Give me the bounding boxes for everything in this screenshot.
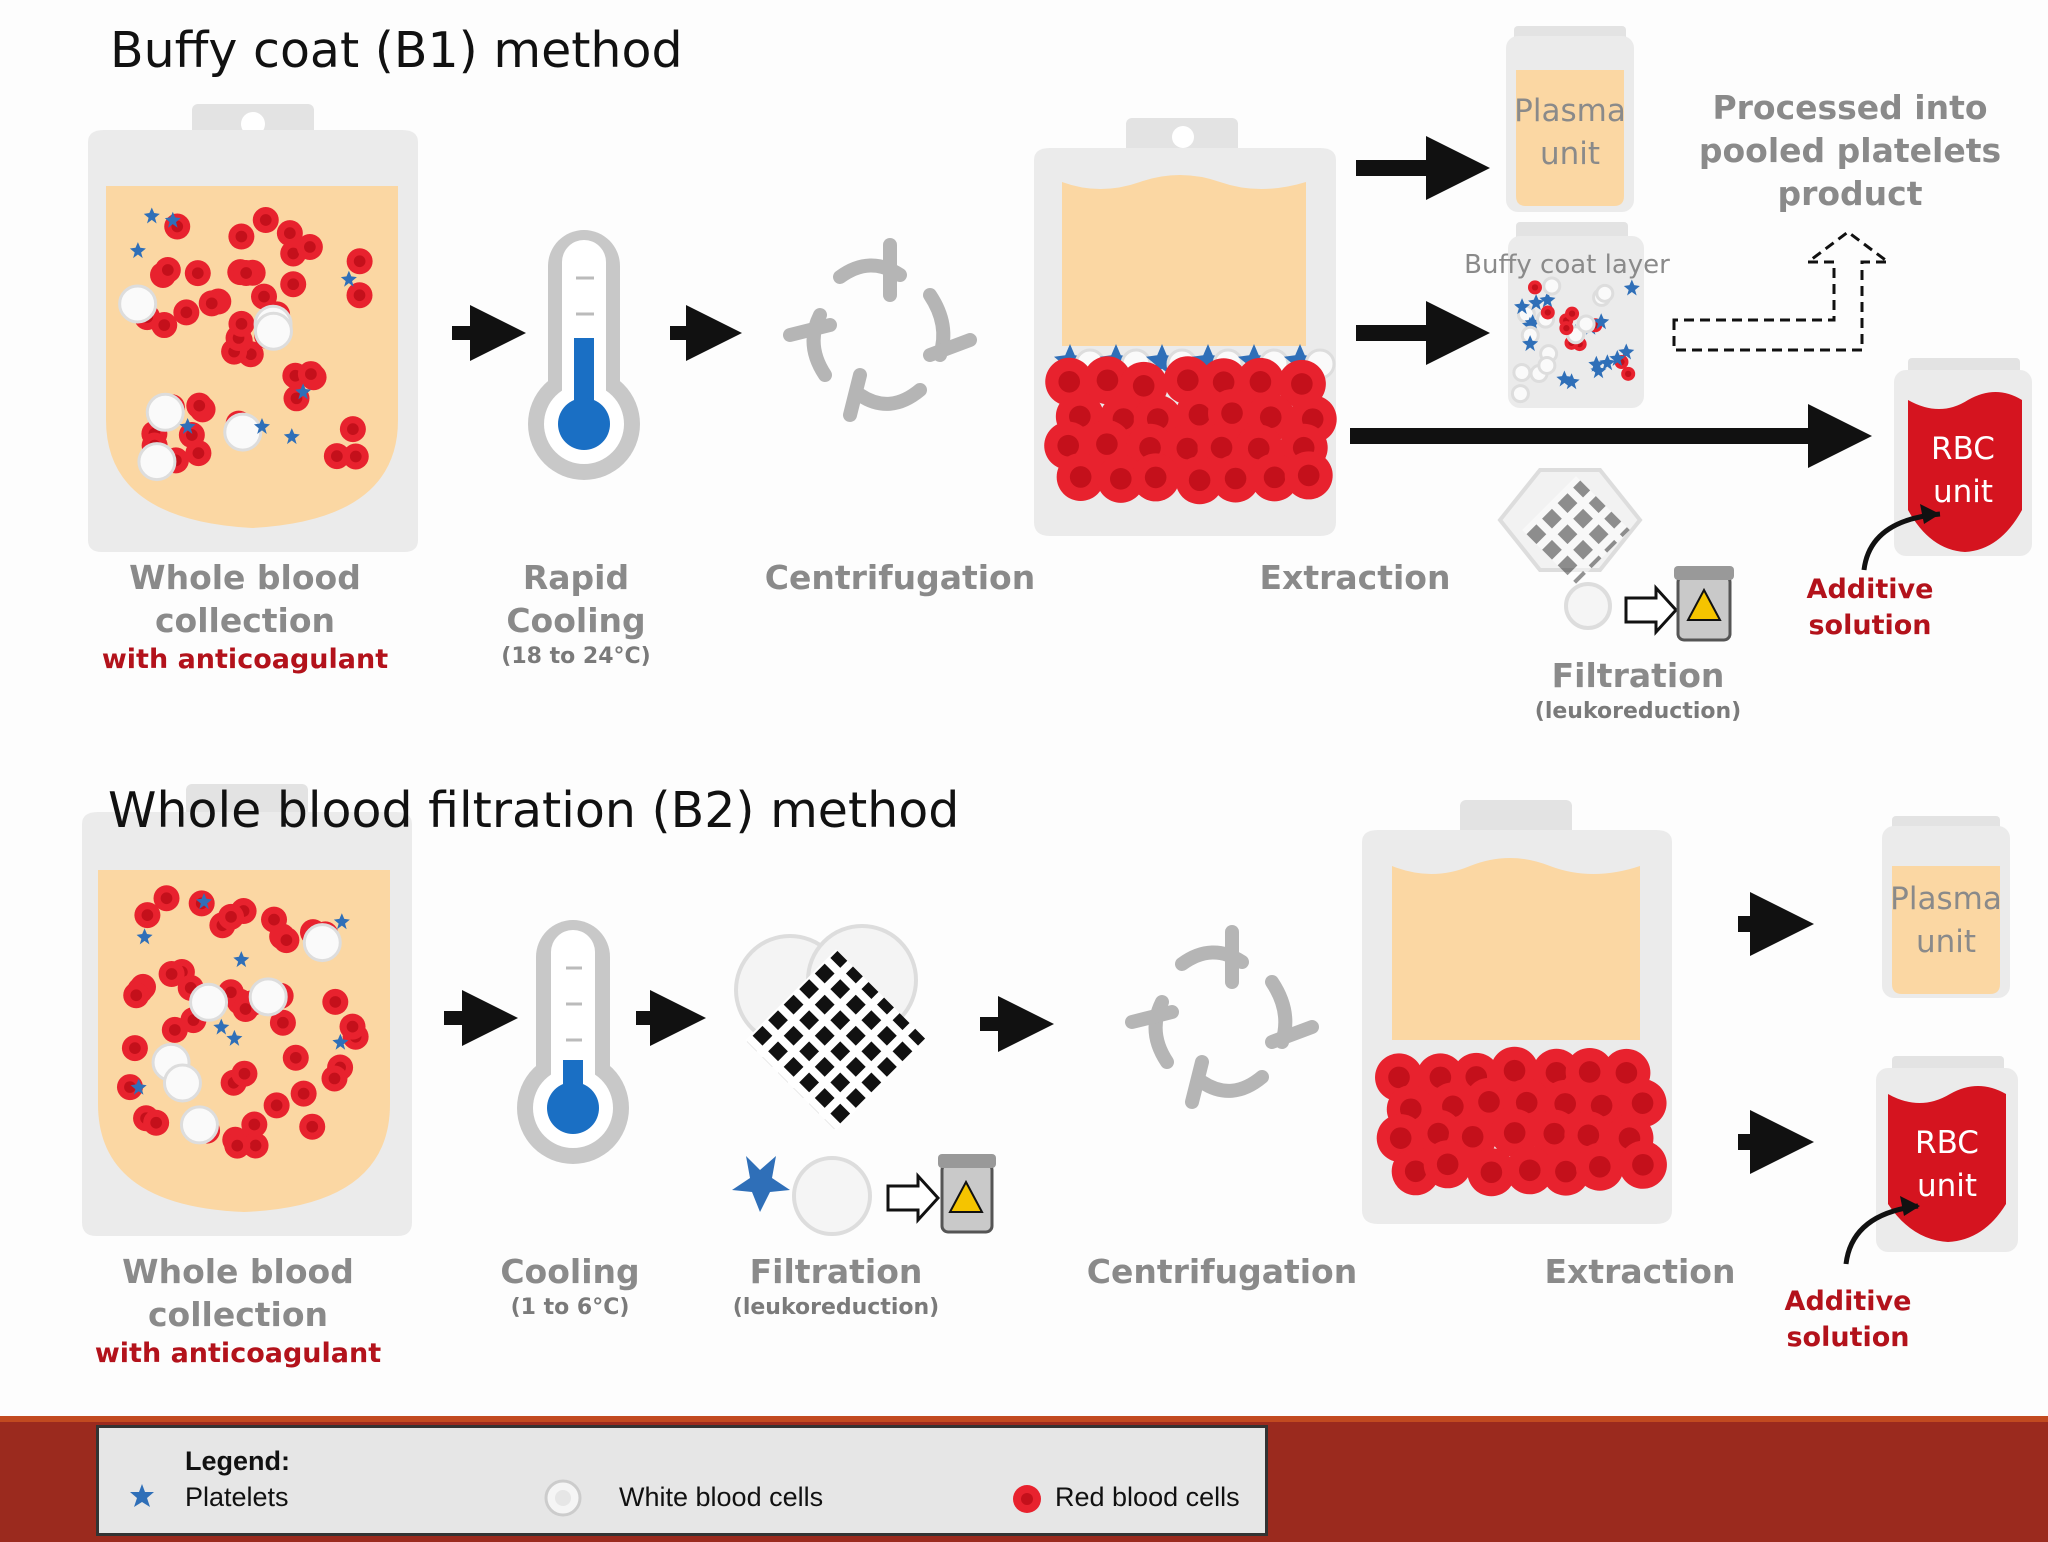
label-centrifugation-b2: Centrifugation: [1086, 1252, 1358, 1291]
label-filtration-b1-line1: Filtration: [1551, 656, 1725, 695]
plasma-unit-b2-text: Plasma unit: [1882, 878, 2010, 964]
platelet-icon: [130, 1484, 154, 1507]
centrifuge-swirl-b2-icon: [1125, 925, 1319, 1109]
additive-b2-line2: solution: [1786, 1322, 1910, 1353]
label-cooling-b2-line1: Cooling: [500, 1252, 640, 1291]
rbc-bag-b1: [1861, 358, 2032, 571]
rbc-unit-b1-text: RBC unit: [1894, 428, 2032, 514]
additive-solution-b2: Additive solution: [1758, 1284, 1938, 1356]
rbc-unit-b1-line2: unit: [1932, 474, 1994, 510]
plasma-unit-b2-line2: unit: [1915, 924, 1977, 960]
rbc-icon: [1013, 1485, 1041, 1513]
thermometer-b1-icon: [528, 230, 640, 480]
packed-cells-b2: [1375, 1046, 1667, 1197]
label-leukoreduction-b1: (leukoreduction): [1534, 699, 1742, 724]
label-filtration-b1: Filtration (leukoreduction): [1496, 654, 1780, 727]
label-extraction-b2: Extraction: [1544, 1252, 1736, 1291]
buffy-coat-bag: [1508, 222, 1644, 408]
buffy-coat-layer-label: Buffy coat layer: [1464, 250, 1670, 280]
centrifuged-bag-b2: [1362, 800, 1672, 1224]
label-filtration-b2: Filtration (leukoreduction): [696, 1250, 976, 1323]
rbc-bag-b2: [1843, 1056, 2018, 1265]
leukofilter-b2-icon: [732, 924, 996, 1236]
processed-line2: pooled platelets: [1698, 131, 2002, 170]
label-collection-b1-line1: Whole blood: [129, 558, 361, 597]
label-collection-b1: Whole blood collection with anticoagulan…: [60, 556, 430, 678]
packed-cells-b1: [1044, 344, 1337, 505]
processed-platelets-label: Processed into pooled platelets product: [1690, 86, 2010, 215]
title-b1: Buffy coat (B1) method: [110, 22, 683, 79]
plasma-unit-b1-line2: unit: [1539, 136, 1601, 172]
centrifuge-swirl-b1-icon: [783, 238, 977, 422]
label-collection-b2-line2: collection: [147, 1295, 329, 1334]
label-anticoagulant-b1: with anticoagulant: [101, 644, 389, 675]
rbc-unit-b2-line2: unit: [1916, 1168, 1978, 1204]
legend-rbc: Red blood cells: [1055, 1482, 1240, 1512]
plasma-unit-b2-line1: Plasma: [1890, 881, 2002, 917]
legend-title: Legend:: [185, 1446, 290, 1476]
legend-wbc: White blood cells: [619, 1482, 824, 1512]
label-leukoreduction-b2: (leukoreduction): [732, 1295, 940, 1320]
label-collection-b2-line1: Whole blood: [122, 1252, 354, 1291]
label-cooling-b2-temp: (1 to 6°C): [510, 1295, 630, 1320]
title-b2: Whole blood filtration (B2) method: [108, 782, 960, 839]
plasma-unit-b1-text: Plasma unit: [1506, 90, 1634, 176]
processed-line3: product: [1777, 174, 1923, 213]
whole-blood-bag-b1: [88, 104, 418, 552]
label-extraction-b1: Extraction: [1259, 558, 1451, 597]
label-centrifugation-b1: Centrifugation: [764, 558, 1036, 597]
centrifuged-bag-b1: [1034, 118, 1337, 536]
leukofilter-b1-icon: [1497, 468, 1734, 642]
processed-line1: Processed into: [1712, 88, 1988, 127]
wbc-icon: [544, 1479, 582, 1517]
thermometer-b2-icon: [517, 920, 629, 1164]
label-cooling-b1-line2: Cooling: [506, 601, 646, 640]
rbc-unit-b2-line1: RBC: [1915, 1125, 1979, 1161]
whole-blood-bag-b2: [82, 784, 412, 1236]
label-anticoagulant-b2: with anticoagulant: [94, 1338, 382, 1369]
legend-box: Legend: Platelets White blood cells Red …: [96, 1425, 1268, 1536]
blood-cells-b2: [116, 885, 369, 1159]
label-cooling-b1-line1: Rapid: [522, 558, 630, 597]
label-cooling-b2: Cooling (1 to 6°C): [470, 1250, 670, 1323]
plasma-bag-b2: [1882, 816, 2010, 998]
label-cooling-b1: Rapid Cooling (18 to 24°C): [450, 556, 702, 672]
rbc-unit-b1-line1: RBC: [1931, 431, 1995, 467]
label-cooling-b1-temp: (18 to 24°C): [501, 644, 651, 669]
label-filtration-b2-line1: Filtration: [749, 1252, 923, 1291]
buffy-coat-mix: [1510, 276, 1640, 404]
additive-solution-b1: Additive solution: [1780, 572, 1960, 644]
legend-platelets: Platelets: [185, 1482, 289, 1512]
additive-b1-line1: Additive: [1806, 574, 1934, 605]
additive-b2-line1: Additive: [1784, 1286, 1912, 1317]
additive-b1-line2: solution: [1808, 610, 1932, 641]
rbc-unit-b2-text: RBC unit: [1876, 1122, 2018, 1208]
plasma-bag-b1: [1506, 26, 1634, 212]
label-collection-b1-line2: collection: [154, 601, 336, 640]
label-collection-b2: Whole blood collection with anticoagulan…: [56, 1250, 420, 1372]
dashed-arrow-processed: [1672, 230, 1893, 352]
blood-cells-b1: [118, 207, 373, 482]
plasma-unit-b1-line1: Plasma: [1514, 93, 1626, 129]
